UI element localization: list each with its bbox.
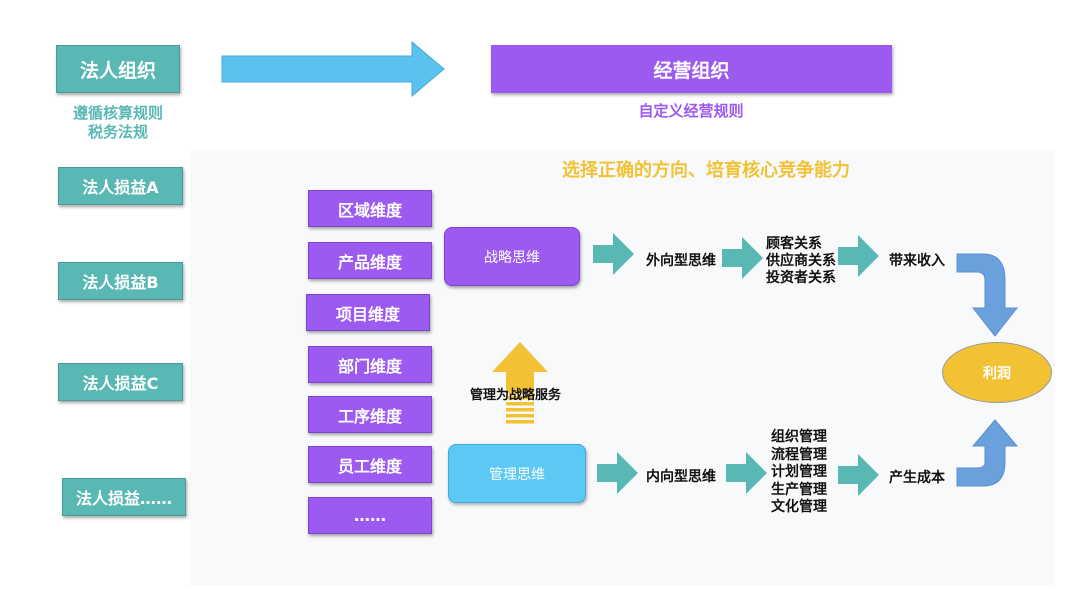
- legal-org-title: 法人组织: [56, 45, 180, 93]
- arrow-right-icon: [593, 233, 634, 275]
- management-item-organization: 组织管理: [771, 429, 827, 445]
- arrow-right-icon: [722, 237, 763, 279]
- serve-label: 管理为战略服务: [470, 388, 562, 403]
- legal-rules: 遵循核算规则 税务法规: [40, 104, 196, 142]
- dimension-project: 项目维度: [306, 294, 430, 331]
- business-org-title: 经营组织: [491, 45, 892, 93]
- strategy-type: 外向型思维: [646, 253, 716, 269]
- management-item-process: 流程管理: [771, 446, 827, 463]
- management-type: 内向型思维: [646, 469, 716, 485]
- curved-arrow-up-icon: [956, 419, 1019, 487]
- legal-item-b: 法人损益B: [58, 262, 183, 300]
- cost-result: 产生成本: [889, 470, 945, 486]
- management-items: 组织管理 流程管理 计划管理 生产管理 文化管理: [771, 429, 841, 517]
- revenue-result: 带来收入: [889, 253, 945, 269]
- dimension-more: ……: [308, 497, 432, 534]
- dimension-process: 工序维度: [308, 396, 432, 433]
- legal-item-more: 法人损益……: [62, 478, 186, 516]
- arrow-right-big-icon: [221, 40, 445, 98]
- relation-supplier: 供应商关系: [766, 253, 836, 269]
- management-item-production: 生产管理: [771, 481, 827, 498]
- strategy-relations: 顾客关系 供应商关系 投资者关系: [766, 236, 846, 287]
- dimension-department: 部门维度: [308, 346, 432, 383]
- management-item-culture: 文化管理: [771, 499, 827, 515]
- curved-arrow-down-icon: [956, 253, 1019, 337]
- arrow-right-icon: [838, 235, 879, 277]
- dimension-region: 区域维度: [308, 190, 432, 227]
- profit-node: 利润: [942, 342, 1052, 403]
- legal-item-a: 法人损益A: [58, 167, 183, 205]
- arrow-right-icon: [726, 452, 767, 494]
- arrow-right-icon: [597, 452, 638, 494]
- strategy-thinking-box: 战略思维: [444, 227, 580, 286]
- dimension-product: 产品维度: [308, 242, 432, 279]
- business-slogan: 选择正确的方向、培育核心竞争能力: [562, 160, 850, 181]
- management-item-plan: 计划管理: [771, 464, 827, 480]
- legal-rule-2: 税务法规: [87, 123, 148, 141]
- arrow-right-icon: [838, 454, 879, 496]
- dimension-employee: 员工维度: [308, 446, 432, 483]
- legal-item-c: 法人损益C: [58, 363, 183, 401]
- legal-rule-1: 遵循核算规则: [72, 104, 163, 122]
- relation-customer: 顾客关系: [766, 236, 822, 252]
- management-thinking-box: 管理思维: [448, 444, 586, 503]
- arrow-up-icon: [492, 342, 548, 424]
- relation-investor: 投资者关系: [766, 270, 836, 286]
- business-rule: 自定义经营规则: [638, 102, 744, 120]
